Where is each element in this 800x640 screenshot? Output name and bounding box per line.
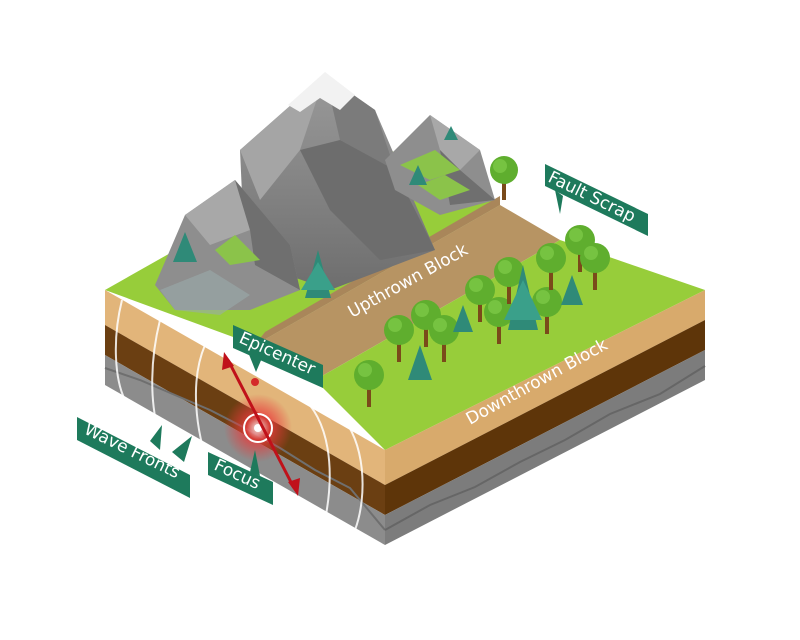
- focus-marker: [224, 394, 292, 462]
- wave-fronts-callout: Wave Fronts: [77, 417, 192, 498]
- mountain-left: [155, 180, 300, 315]
- conifer-tree: [444, 126, 458, 140]
- conifer-tree: [409, 165, 427, 185]
- fault-scrap-callout: Fault Scrap: [545, 164, 648, 236]
- downthrown-block-surface: [315, 240, 705, 450]
- mountain-right: [385, 115, 495, 215]
- forest: [354, 225, 610, 407]
- wave-front-arcs: [114, 299, 364, 531]
- fault-line: [222, 352, 300, 496]
- conifer-tree: [173, 232, 197, 262]
- tree-deciduous: [490, 156, 518, 200]
- right-face: [384, 290, 706, 545]
- mountain-large: [240, 72, 435, 290]
- wave-fronts-label: Wave Fronts: [81, 420, 183, 484]
- conifer-tree: [301, 250, 335, 298]
- epicenter-dot: [251, 378, 259, 386]
